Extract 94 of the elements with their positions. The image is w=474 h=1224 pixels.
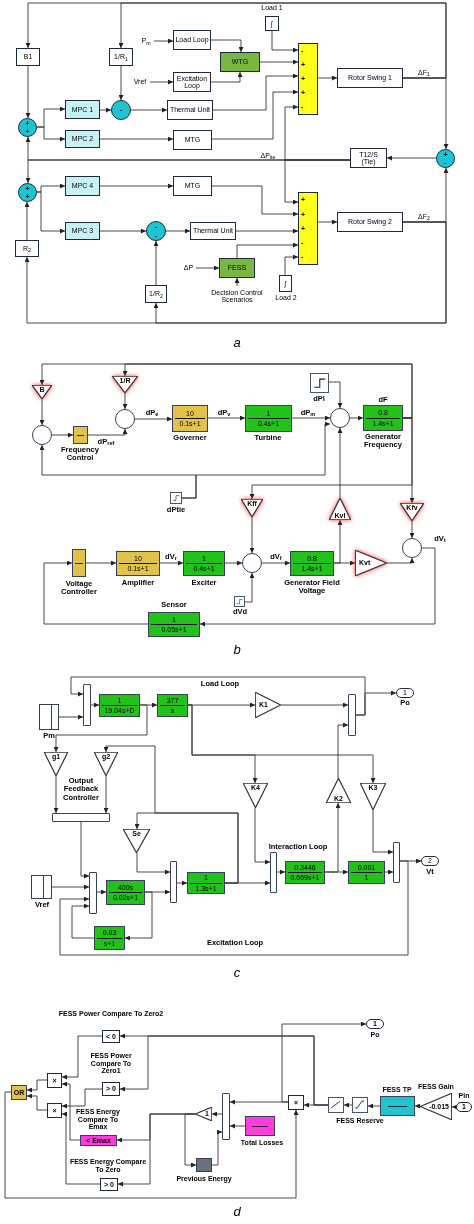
block <box>167 100 213 120</box>
block <box>65 130 100 148</box>
gain-triangle <box>400 503 424 521</box>
block <box>337 68 403 88</box>
transfer-function-block <box>148 612 200 637</box>
sum-bar <box>170 861 177 903</box>
transfer-function-block <box>116 551 160 576</box>
sum-bar <box>393 842 400 883</box>
block <box>65 100 100 119</box>
block <box>265 16 279 31</box>
block <box>245 1116 275 1136</box>
summing-junction <box>18 183 37 202</box>
summing-junction <box>242 553 262 573</box>
gain-triangle <box>123 829 150 853</box>
gain-triangle <box>326 778 351 803</box>
saturation-block <box>352 1097 368 1113</box>
delay-block <box>196 1158 212 1172</box>
summing-junction <box>115 409 135 429</box>
transfer-function-block <box>157 694 188 717</box>
sum-bar <box>83 684 91 726</box>
summing-junction <box>32 425 52 445</box>
gain-triangle <box>329 498 351 520</box>
block <box>145 285 167 303</box>
block <box>15 240 39 257</box>
transfer-function-block <box>94 926 125 950</box>
transfer-function-block <box>245 405 292 432</box>
gain-triangle <box>360 783 386 810</box>
block <box>173 130 212 150</box>
signal-source <box>39 704 59 730</box>
gain-triangle <box>420 1093 452 1120</box>
block <box>350 148 387 168</box>
gain-triangle <box>94 752 118 776</box>
block <box>47 1073 62 1088</box>
signal-source <box>31 875 52 899</box>
summing-junction <box>436 149 455 168</box>
summing-junction <box>146 221 166 241</box>
transfer-function-block <box>106 880 145 905</box>
transfer-function-block <box>187 872 225 894</box>
block <box>80 1135 117 1146</box>
summing-junction <box>402 538 422 558</box>
block <box>337 212 403 232</box>
block <box>279 275 292 292</box>
arrow <box>451 1104 457 1110</box>
block <box>72 549 86 577</box>
block <box>65 222 100 240</box>
summing-junction <box>111 100 131 120</box>
gain-triangle <box>241 499 263 517</box>
arrow <box>414 1103 421 1109</box>
block <box>65 176 100 196</box>
transfer-function-block <box>99 694 140 717</box>
block <box>173 176 212 196</box>
block <box>109 48 133 66</box>
step-source <box>170 492 182 504</box>
saturation-block <box>328 1097 344 1113</box>
gain-triangle <box>195 1107 212 1121</box>
sum-bar <box>222 1093 230 1140</box>
block <box>102 1082 120 1096</box>
transfer-function-block <box>172 405 208 432</box>
panel-caption: c <box>232 966 242 981</box>
transfer-function-block <box>380 1096 415 1116</box>
sum-bar <box>52 813 110 822</box>
block <box>288 1095 304 1110</box>
gain-triangle <box>44 752 68 776</box>
block <box>73 426 88 444</box>
gain-triangle <box>355 550 387 576</box>
gain-triangle <box>112 376 138 393</box>
step-source <box>310 373 329 393</box>
transfer-function-block <box>290 551 334 576</box>
block <box>173 30 211 50</box>
block <box>100 1178 118 1191</box>
summing-junction <box>18 118 37 137</box>
block <box>190 222 236 240</box>
panel-caption: d <box>232 1205 242 1220</box>
gain-triangle <box>255 692 281 718</box>
sum-block <box>298 43 318 115</box>
gain-triangle <box>243 783 268 808</box>
summing-junction <box>330 408 350 428</box>
gain-triangle <box>32 385 52 399</box>
transfer-function-block <box>285 861 325 884</box>
sum-bar <box>348 694 356 736</box>
sum-bar <box>270 852 277 893</box>
panel-caption: a <box>232 336 242 351</box>
transfer-function-block <box>183 551 225 576</box>
block <box>16 48 40 66</box>
block <box>219 258 255 278</box>
block <box>102 1030 120 1043</box>
panel-caption: b <box>232 643 242 658</box>
block <box>220 52 260 72</box>
sum-bar <box>89 872 97 914</box>
transfer-function-block <box>348 861 385 884</box>
transfer-function-block <box>363 405 403 431</box>
sum-block <box>298 192 318 265</box>
step-source <box>234 596 245 607</box>
block <box>47 1103 62 1118</box>
